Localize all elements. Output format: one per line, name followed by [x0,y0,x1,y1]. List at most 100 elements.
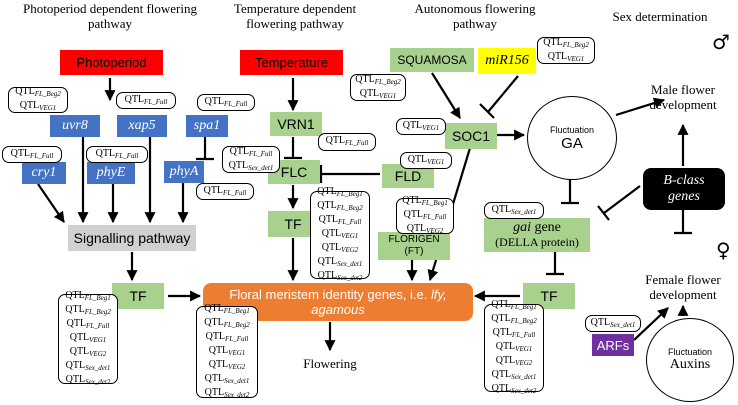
qtl-label: QTLFL_Full [325,135,369,147]
temperature-node: Temperature [240,50,343,75]
qtl-label: QTLVEG2 [321,242,359,254]
ga-label: GA [561,134,583,152]
male-line1: Male flower [651,82,715,97]
auxins-fluctuation: Fluctuation Auxins [646,318,734,402]
soc1-gene: SOC1 [445,123,497,149]
female-symbol: ♀ [716,238,731,262]
gai-rest: gene [530,220,561,235]
qtl-label: QTLVEG1 [402,119,440,132]
bclass-line1: B-class [663,173,705,188]
qtl-label: QTLFL_Beg1 [491,299,537,311]
header-autonomous: Autonomous flowering pathway [414,1,536,31]
floral-agamous: agamous [311,302,365,317]
qtl-label: QTLFL_Beg2 [204,317,250,329]
qtl-label: QTLVEG1 [547,50,585,63]
qtl-label: QTLFL_Full [95,147,139,160]
qtl-box-fld: QTLVEG1 [400,152,452,169]
qtl-box-phyE: QTLFL_Full [86,146,148,163]
inhibit-mir156-soc1 [487,75,519,113]
qtl-label: QTLFL_Beg2 [543,36,589,49]
qtl-label: QTLFL_Beg2 [317,200,363,212]
qtl-label: QTLFL_Full [66,318,110,330]
qtl-label: QTLFL_Beg2 [15,86,61,98]
photoperiod-node: Photoperiod [60,50,163,75]
qtl-label: QTLVEG1 [19,100,57,112]
xap5-gene: xap5 [117,115,167,137]
qtl-label: QTLSex_det1 [491,203,537,216]
della-label: (DELLA protein) [495,235,579,249]
gai-gene: gai gene (DELLA protein) [484,218,590,252]
qtl-box-phyA: QTLFL_Full [196,183,254,200]
auxins-fluctuation-label: Fluctuation [667,347,713,357]
b-class-genes: B-class genes [643,168,725,210]
qtl-label: QTLFL_Full [204,95,248,108]
bclass-line2: genes [668,189,700,204]
vrn1-gene: VRN1 [270,112,322,136]
ft-label: (FT) [404,246,424,257]
ga-fluctuation-label: Fluctuation [549,124,595,135]
phyE-gene: phyE [87,162,135,184]
female-line1: Female flower [645,272,721,287]
flowering-label: Flowering [303,356,357,371]
qtl-label: QTLSex_det2 [317,270,363,282]
qtl-label: QTLSex_det1 [65,360,111,372]
spa1-gene: spa1 [186,115,228,137]
auxins-label: Auxins [669,357,711,372]
qtl-label: QTLFL_Beg2 [65,304,111,316]
qtl-label: QTLVEG1 [495,341,533,353]
qtl-label: QTLVEG2 [208,359,246,371]
cry1-gene: cry1 [22,162,66,184]
qtl-label: QTLFL_Full [203,184,247,197]
qtl-label: QTLFL_Beg2 [491,313,537,325]
floral-lfy: lfy, [430,287,447,302]
tf-signalling: TF [112,283,164,309]
inhibit-bclass-gai [603,185,641,214]
qtl-label: QTLFL_Beg1 [65,290,111,302]
qtl-label: QTLVEG1 [321,228,359,240]
qtl-label: QTLVEG1 [359,87,397,100]
qtl-label: QTLFL_Beg1 [317,186,363,198]
qtl-label: QTLSex_det1 [491,369,537,381]
qtl-label: QTLVEG1 [407,153,445,166]
qtl-label: QTLFL_Full [229,145,273,158]
female-flower-development: Female flower development [630,272,736,302]
qtl-label: QTLVEG2 [406,223,444,235]
qtl-label: QTLVEG2 [495,355,533,367]
qtl-label: QTLVEG1 [208,345,246,357]
qtl-label: QTLFL_Full [318,214,362,226]
qtl-label: QTLFL_Full [205,331,249,343]
female-line2: development [649,287,717,302]
male-flower-development: Male flower development [630,82,736,112]
arrow-squamosa-soc1 [431,72,461,119]
arrow-ga-male [615,97,666,117]
qtl-label: QTLSex_det2 [65,374,111,386]
gai-italic: gai [513,220,531,235]
qtl-label: QTLSex_det1 [228,159,274,172]
qtl-label: QTLFL_Beg1 [402,195,448,207]
qtl-box-spa1: QTLFL_Full [197,94,255,111]
qtl-box-cry1: QTLFL_Full [2,146,62,163]
qtl-label: QTLFL_Beg1 [204,303,250,315]
gai-gene-label: gai gene [513,220,561,235]
male-line2: development [649,97,717,112]
tf-temperature: TF [268,211,318,237]
qtl-label: QTLFL_Beg2 [355,73,401,86]
qtl-label: QTLSex_det1 [590,316,636,329]
arfs-gene: ARFs [592,334,634,356]
signalling-pathway: Signalling pathway [68,225,196,251]
florigen-ft: FLORIGEN (FT) [378,232,450,260]
header-photoperiod: Photoperiod dependent flowering pathway [22,1,197,31]
qtl-box-soc1: QTLVEG1 [396,118,446,135]
floral-line1: Floral meristem identity genes, i.e. lfy… [229,287,446,302]
floral-line1-text: Floral meristem identity genes, i.e. [229,287,431,302]
header-temperature: Temperature dependent flowering pathway [233,1,357,31]
arrow-arfs-female [633,307,669,341]
qtl-label: QTLSex_det2 [491,383,537,395]
